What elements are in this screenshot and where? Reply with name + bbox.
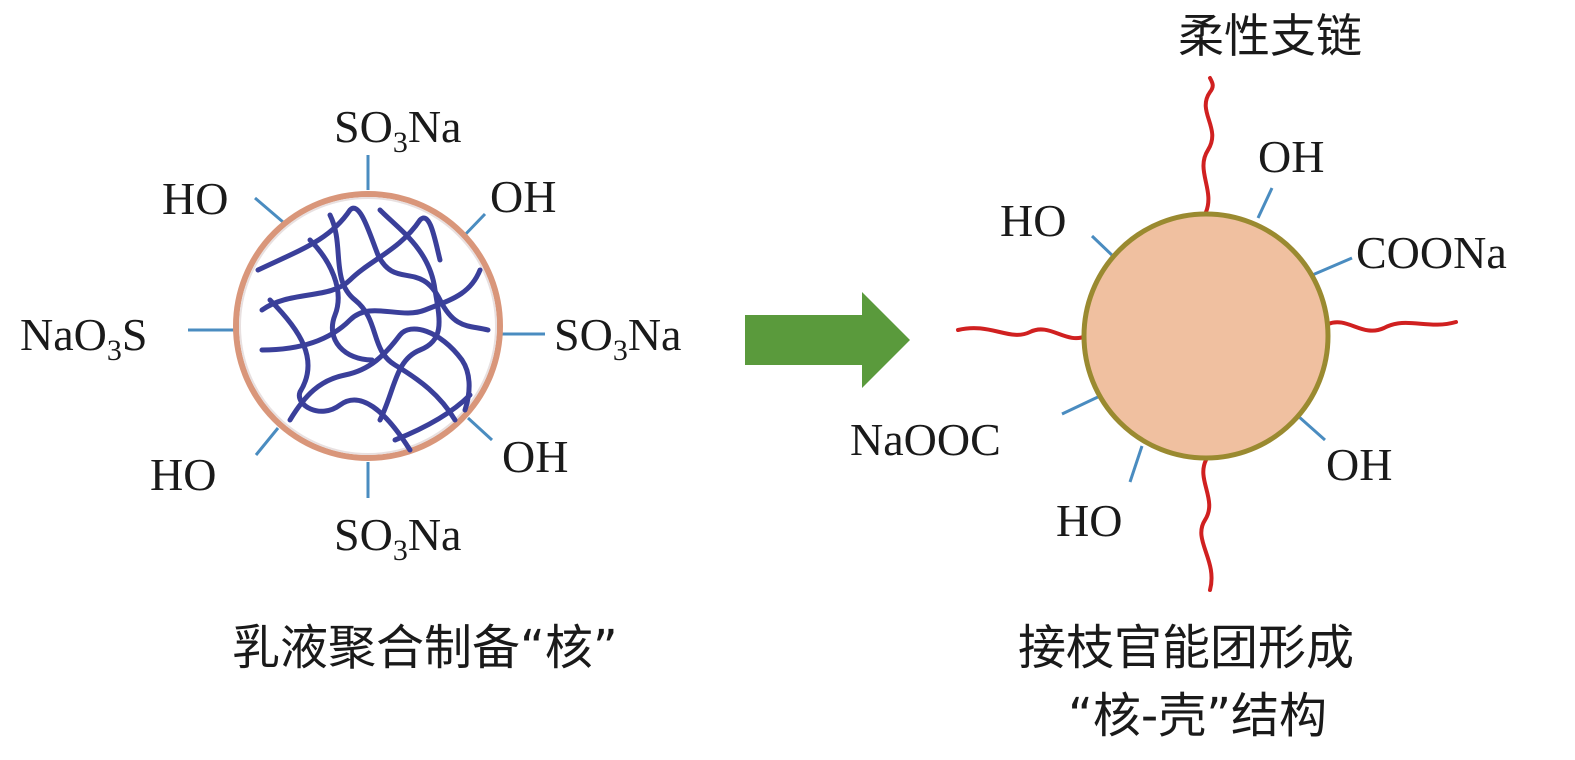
bond-coona <box>1309 256 1353 278</box>
polymer-chain <box>259 215 443 313</box>
label-coona: COONa <box>1356 227 1507 278</box>
label-ho-lower-left: HO <box>150 449 216 500</box>
right-caption-line1: 接枝官能团形成 <box>1018 620 1354 676</box>
bond-oh-top <box>1256 187 1274 219</box>
label-oh-top: OH <box>1258 131 1324 182</box>
label-ho-upper-left: HO <box>162 173 228 224</box>
bond-lower-left <box>254 427 280 456</box>
left-caption: 乳液聚合制备“核” <box>232 620 618 676</box>
label-so3na-bottom: SO3Na <box>334 509 461 567</box>
shell-particle <box>1081 211 1331 461</box>
bond-ho-bottom <box>1128 445 1144 483</box>
flexible-branch-title: 柔性支链 <box>1178 9 1362 63</box>
branch-right <box>1326 320 1458 333</box>
label-so3na-right: SO3Na <box>554 309 681 367</box>
label-so3na-top: SO3Na <box>334 101 461 159</box>
label-nao3s-left: NaO3S <box>20 309 147 367</box>
polymer-chain <box>307 237 375 363</box>
polymer-chain <box>327 212 458 423</box>
right-bond-lines <box>1061 187 1353 483</box>
left-core-inner-ring <box>239 197 497 455</box>
polymer-chain <box>267 297 413 453</box>
polymer-chain <box>259 267 483 353</box>
polymer-chain <box>377 207 442 423</box>
polymer-chain <box>255 205 491 333</box>
polymer-chains <box>255 205 491 453</box>
right-caption-line2: “核-壳”结构 <box>1068 688 1327 744</box>
polymer-chain <box>287 326 472 423</box>
branch-bottom <box>1199 458 1214 592</box>
label-oh-upper-right: OH <box>490 171 556 222</box>
label-ho-bottom: HO <box>1056 495 1122 546</box>
bond-upper-left <box>254 196 284 224</box>
right-shell-group: 柔性支链 OH HO COONa NaOOC OH HO 接枝官能团形成 “核-… <box>850 9 1507 744</box>
label-oh-bottom: OH <box>1326 439 1392 490</box>
bond-ho-left <box>1090 234 1117 260</box>
left-core-group: SO3Na HO OH NaO3S SO3Na HO OH SO3Na 乳液聚合… <box>20 101 681 676</box>
flexible-branches <box>956 76 1458 592</box>
bond-naooc <box>1061 394 1101 416</box>
branch-top <box>1201 76 1215 214</box>
bond-lower-right <box>466 416 494 442</box>
label-naooc: NaOOC <box>850 414 1001 465</box>
label-ho-left: HO <box>1000 195 1066 246</box>
branch-left <box>956 326 1088 340</box>
label-oh-lower-right: OH <box>502 431 568 482</box>
polymer-chain <box>392 392 473 443</box>
transition-arrow <box>745 292 910 388</box>
bond-oh-bottom <box>1297 414 1326 442</box>
